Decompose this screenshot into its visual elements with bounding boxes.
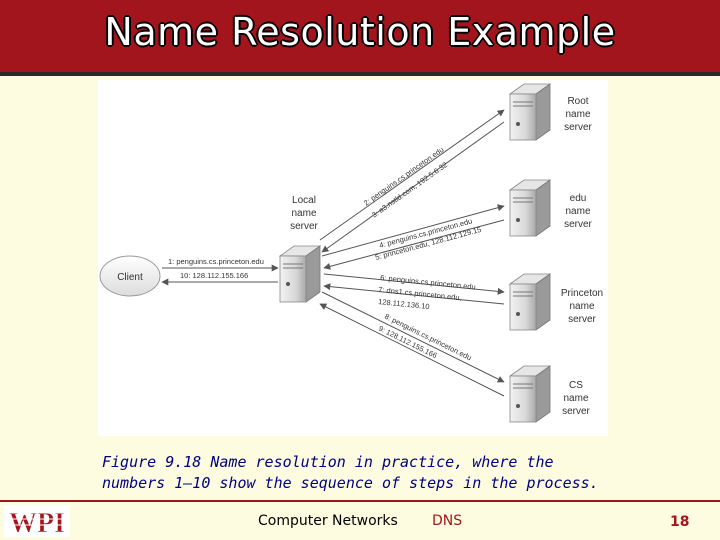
client-node: Client bbox=[100, 256, 160, 296]
root-server-icon bbox=[510, 84, 550, 140]
root-label-2: name bbox=[565, 109, 590, 120]
msg-10: 10: 128.112.155.166 bbox=[180, 271, 248, 280]
local-server-icon bbox=[280, 246, 320, 302]
caption-line-2: numbers 1–10 show the sequence of steps … bbox=[102, 473, 702, 494]
edu-label-1: edu bbox=[570, 193, 587, 204]
footer-topic: DNS bbox=[432, 513, 462, 529]
edu-label-3: server bbox=[564, 219, 592, 230]
arrow-9 bbox=[320, 304, 504, 396]
slide-title: Name Resolution Example bbox=[0, 10, 720, 54]
princeton-label-2: name bbox=[569, 301, 594, 312]
root-label-3: server bbox=[564, 122, 592, 133]
wpi-logo: WPI bbox=[4, 505, 70, 537]
caption-line-1: Figure 9.18 Name resolution in practice,… bbox=[102, 452, 702, 473]
msg-1: 1: penguins.cs.princeton.edu bbox=[168, 257, 264, 266]
page-number: 18 bbox=[670, 514, 689, 530]
dns-diagram: Client 1: penguins.cs.princeton.edu 10: … bbox=[98, 80, 608, 436]
local-label-2: name bbox=[291, 208, 316, 219]
cs-label-1: CS bbox=[569, 380, 583, 391]
figure-caption: Figure 9.18 Name resolution in practice,… bbox=[102, 452, 702, 494]
local-label-3: server bbox=[290, 221, 318, 232]
princeton-label-3: server bbox=[568, 314, 596, 325]
princeton-server-icon bbox=[510, 274, 550, 330]
client-label: Client bbox=[117, 272, 143, 283]
footer-divider bbox=[0, 500, 720, 502]
footer-course: Computer Networks bbox=[258, 513, 398, 529]
local-label-1: Local bbox=[292, 195, 316, 206]
edu-label-2: name bbox=[565, 206, 590, 217]
cs-server-icon bbox=[510, 366, 550, 422]
princeton-label-1: Princeton bbox=[561, 288, 603, 299]
cs-label-3: server bbox=[562, 406, 590, 417]
cs-label-2: name bbox=[563, 393, 588, 404]
root-label-1: Root bbox=[567, 96, 588, 107]
wpi-logo-text: WPI bbox=[9, 508, 65, 537]
edu-server-icon bbox=[510, 180, 550, 236]
msg-7b: 128.112.136.10 bbox=[378, 297, 430, 311]
